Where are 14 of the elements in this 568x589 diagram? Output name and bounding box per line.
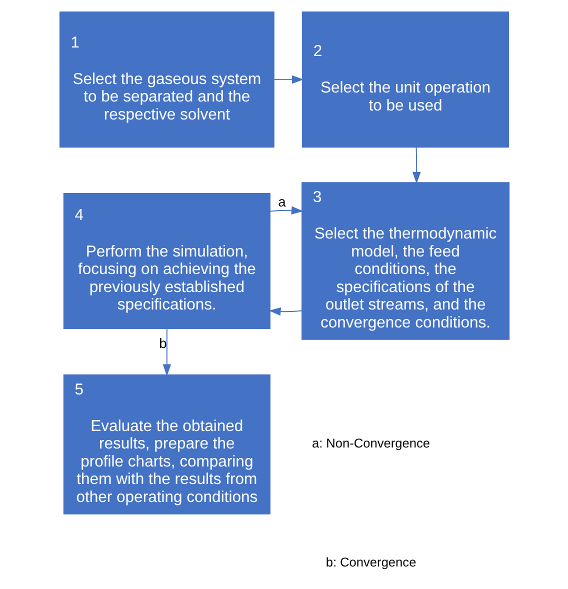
node-box: 5 Evaluate the obtained results, prepare the profile charts, comparing them with the results from other operating conditions	[62, 374, 270, 514]
arrow	[162, 328, 171, 376]
node-box: 3 Select the thermodynamic model, the feed conditions, the specifications of the outlet streams, and the convergence conditions.	[301, 182, 510, 340]
arrow	[412, 146, 420, 184]
edge-label: b	[158, 336, 166, 351]
arrow	[268, 307, 302, 316]
label: b: Convergence	[325, 554, 416, 570]
node-box: 1 Select the gaseous system to be separated and the respective solvent	[58, 12, 274, 148]
edge-label: a	[278, 194, 286, 210]
arrow	[269, 206, 303, 215]
node-box: 4 Perform the simulation, focusing on achieving the previously established specifications.	[62, 192, 270, 329]
arrow	[273, 75, 304, 84]
label: a: Non-Convergence	[311, 436, 430, 451]
node-box: 2 Select the unit operation to be used	[302, 12, 509, 148]
